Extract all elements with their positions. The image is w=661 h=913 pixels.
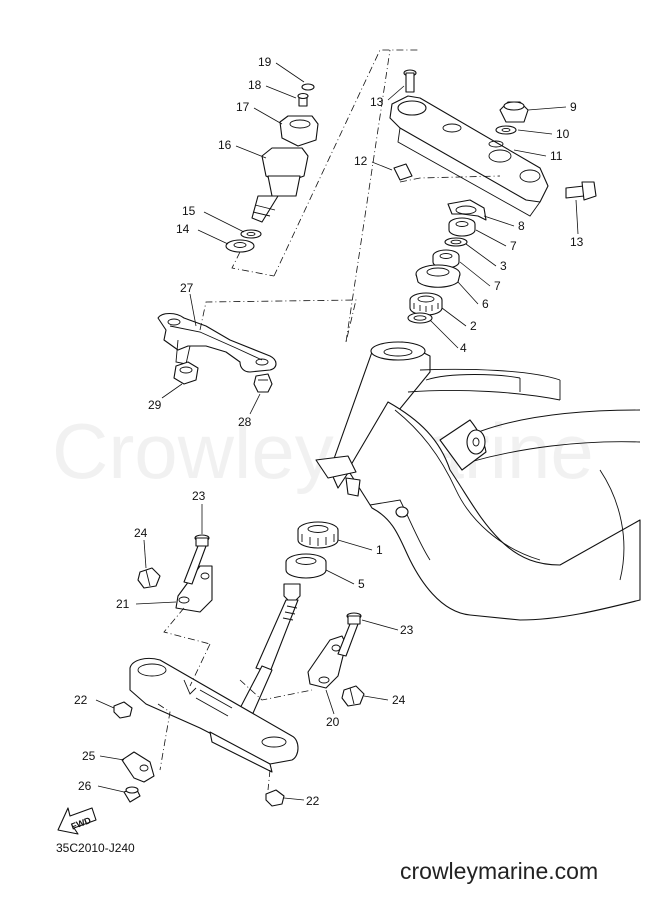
callout-18: 18 <box>248 78 262 92</box>
upper-bracket-assembly <box>389 69 597 217</box>
callout-4: 4 <box>460 341 467 355</box>
callout-19: 19 <box>258 55 272 69</box>
callout-9: 9 <box>570 100 577 114</box>
callout-11: 11 <box>550 149 563 163</box>
callout-6: 6 <box>482 297 489 311</box>
callout-2: 2 <box>470 319 477 333</box>
callouts: 19 18 17 16 15 14 13 12 9 10 11 13 8 7 3… <box>74 55 584 808</box>
callout-13-side: 13 <box>570 235 584 249</box>
lower-bracket-assembly <box>113 521 365 807</box>
leader-lines <box>95 62 579 801</box>
callout-1: 1 <box>376 543 383 557</box>
callout-24-left: 24 <box>134 526 148 540</box>
callout-15: 15 <box>182 204 196 218</box>
callout-23-left: 23 <box>192 489 206 503</box>
website-label: crowleymarine.com <box>400 858 598 884</box>
callout-22-right: 22 <box>306 794 320 808</box>
callout-3: 3 <box>500 259 507 273</box>
steering-stack <box>407 199 487 324</box>
watermark: Crowley Marine <box>52 407 594 495</box>
reference-lines <box>157 49 501 791</box>
callout-14: 14 <box>176 222 190 236</box>
handlebar-holder-assembly <box>225 83 319 253</box>
callout-25: 25 <box>82 749 96 763</box>
callout-7-lower: 7 <box>494 279 501 293</box>
callout-7-upper: 7 <box>510 239 517 253</box>
callout-23-right: 23 <box>400 623 414 637</box>
frame <box>315 341 641 621</box>
callout-27: 27 <box>180 281 194 295</box>
callout-13-top: 13 <box>370 95 384 109</box>
callout-12: 12 <box>354 154 368 168</box>
callout-22-left: 22 <box>74 693 88 707</box>
callout-21: 21 <box>116 597 130 611</box>
callout-16: 16 <box>218 138 232 152</box>
callout-29: 29 <box>148 398 162 412</box>
diagram-code: 35C2010-J240 <box>56 841 135 855</box>
callout-28: 28 <box>238 415 252 429</box>
callout-26: 26 <box>78 779 92 793</box>
forward-arrow: FWD <box>57 807 97 835</box>
callout-8: 8 <box>518 219 525 233</box>
callout-5: 5 <box>358 577 365 591</box>
callout-10: 10 <box>556 127 570 141</box>
callout-17: 17 <box>236 100 250 114</box>
cable-guide-assembly <box>157 312 277 393</box>
callout-20: 20 <box>326 715 340 729</box>
callout-24-right: 24 <box>392 693 406 707</box>
